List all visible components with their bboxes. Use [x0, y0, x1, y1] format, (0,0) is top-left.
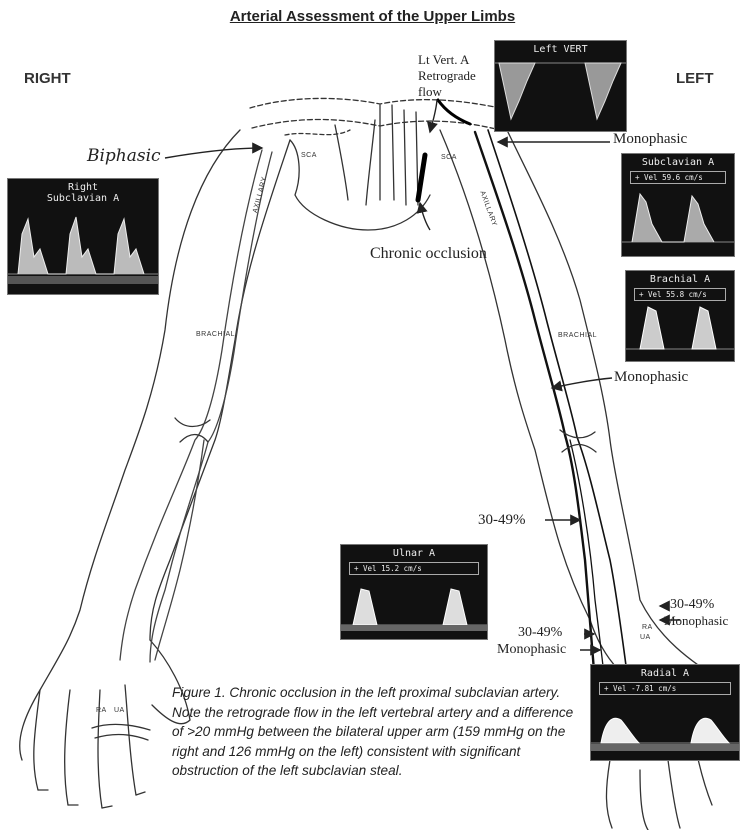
stenosis-label-radial: 30-49%	[670, 597, 714, 613]
monophasic-label-brachial: Monophasic	[614, 369, 688, 386]
doppler-waveform	[341, 545, 487, 639]
sca-label-right: SCA	[301, 152, 317, 159]
right-subclavian-doppler-panel: Right Subclavian A	[7, 178, 159, 295]
stenosis-label-forearm: 30-49%	[478, 512, 526, 529]
ra-label-left: RA	[642, 624, 653, 631]
figure-caption: Figure 1. Chronic occlusion in the left …	[172, 683, 577, 781]
ra-label-right: RA	[96, 707, 107, 714]
doppler-waveform	[495, 41, 626, 131]
doppler-waveform	[591, 665, 739, 760]
left-vert-doppler-panel: Left VERT	[494, 40, 627, 132]
doppler-waveform	[8, 179, 158, 294]
sca-label-left: SCA	[441, 154, 457, 161]
lt-vert-retrograde-label: Lt Vert. A Retrograde flow	[418, 52, 476, 100]
ua-label-left: UA	[640, 634, 651, 641]
ua-label-right: UA	[114, 707, 125, 714]
doppler-waveform	[626, 271, 734, 361]
stenosis-label-ulnar: 30-49%	[518, 625, 562, 641]
brachial-label-right: BRACHIAL	[196, 331, 235, 338]
figure-title: Arterial Assessment of the Upper Limbs	[0, 8, 745, 25]
monophasic-label-subclavian: Monophasic	[613, 131, 687, 148]
right-side-label: RIGHT	[24, 70, 71, 87]
radial-doppler-panel: Radial A + Vel -7.81 cm/s	[590, 664, 740, 761]
monophasic-label-ulnar: Monophasic	[497, 642, 566, 658]
chronic-occlusion-label: Chronic occlusion	[370, 245, 487, 263]
ulnar-doppler-panel: Ulnar A + Vel 15.2 cm/s	[340, 544, 488, 640]
monophasic-label-radial: Monophasic	[664, 613, 728, 629]
biphasic-label: Biphasic	[87, 146, 161, 166]
subclavian-doppler-panel: Subclavian A + Vel 59.6 cm/s	[621, 153, 735, 257]
brachial-label-left: BRACHIAL	[558, 332, 597, 339]
brachial-doppler-panel: Brachial A + Vel 55.8 cm/s	[625, 270, 735, 362]
left-side-label: LEFT	[676, 70, 714, 87]
doppler-waveform	[622, 154, 734, 256]
